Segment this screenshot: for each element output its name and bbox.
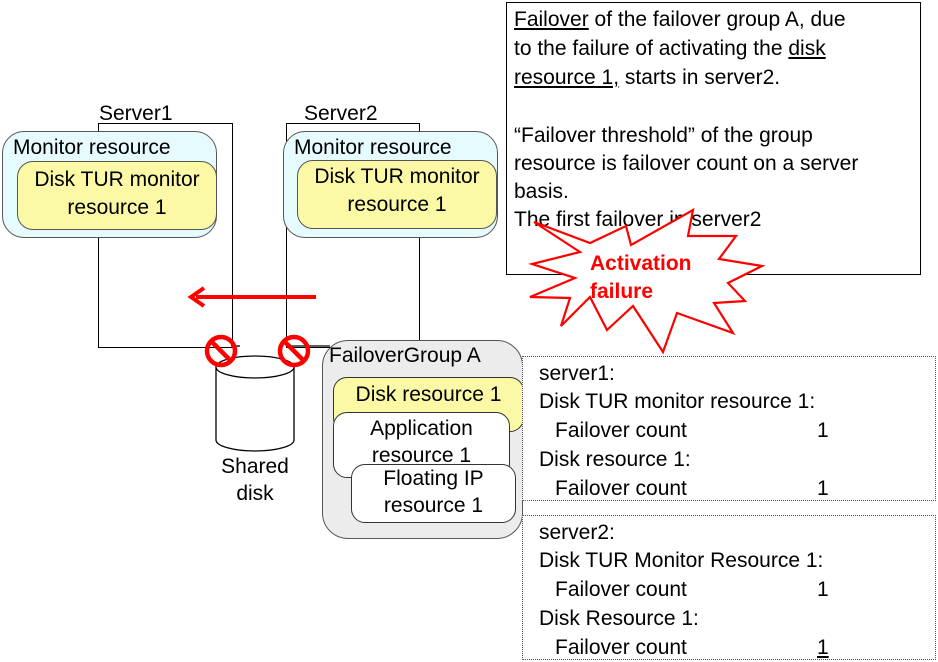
failover-group-title: FailoverGroup A bbox=[329, 344, 481, 367]
server1-counts-title: server1: bbox=[539, 362, 615, 385]
note-threshold-line2: resource is failover count on a server bbox=[514, 152, 859, 175]
server2-disk-count: 1 bbox=[817, 636, 829, 659]
server2-disk-label: Disk Resource 1: bbox=[539, 607, 699, 630]
activation-failure-burst bbox=[528, 207, 766, 355]
server1-monitor-count-label: Failover count bbox=[555, 419, 687, 442]
no-access-icon-server2 bbox=[277, 334, 311, 368]
server1-monitor-line1: Disk TUR monitor bbox=[34, 168, 200, 191]
server1-disk-tur-monitor[interactable]: Disk TUR monitor resource 1 bbox=[17, 161, 217, 230]
server2-counts: server2: Disk TUR Monitor Resource 1: Fa… bbox=[522, 515, 936, 660]
server1-disk-label: Disk resource 1: bbox=[539, 448, 691, 471]
server2-monitor-group: Monitor resource Disk TUR monitor resour… bbox=[283, 131, 498, 238]
server1-disk-count: 1 bbox=[817, 477, 829, 500]
server2-label: Server2 bbox=[304, 102, 378, 125]
note-text: starts in server2. bbox=[619, 66, 781, 89]
server2-monitor-count: 1 bbox=[817, 578, 829, 601]
burst-text: Activation failure bbox=[590, 250, 692, 306]
note-threshold-line3: basis. bbox=[514, 180, 569, 203]
shared-disk-icon bbox=[215, 355, 295, 452]
server1-monitor-group: Monitor resource Disk TUR monitor resour… bbox=[2, 131, 217, 238]
note-disk-term: disk bbox=[788, 37, 826, 60]
no-access-icon-server1 bbox=[204, 334, 238, 368]
server2-monitor-label: Disk TUR Monitor Resource 1: bbox=[539, 549, 824, 572]
note-resource-term: resource 1, bbox=[514, 66, 620, 89]
server2-monitor-count-label: Failover count bbox=[555, 578, 687, 601]
burst-line2: failure bbox=[590, 280, 654, 303]
floating-ip-resource-1[interactable]: Floating IP resource 1 bbox=[351, 464, 516, 523]
server2-disk-tur-monitor[interactable]: Disk TUR monitor resource 1 bbox=[297, 160, 497, 229]
server2-monitor-group-label: Monitor resource bbox=[294, 136, 452, 159]
explanation-note: Failover of the failover group A, due to… bbox=[506, 2, 921, 275]
server1-monitor-count: 1 bbox=[817, 419, 829, 442]
note-text: of the failover group A, due bbox=[588, 8, 846, 31]
server2-disk-count-label: Failover count bbox=[555, 636, 687, 659]
server1-disk-count-label: Failover count bbox=[555, 477, 687, 500]
shared-disk-label: Shared disk bbox=[221, 455, 289, 505]
note-failover-term: Failover bbox=[514, 8, 589, 31]
server1-counts: server1: Disk TUR monitor resource 1: Fa… bbox=[522, 356, 936, 501]
burst-line1: Activation bbox=[590, 252, 692, 275]
server2-counts-title: server2: bbox=[539, 521, 615, 544]
server1-monitor-group-label: Monitor resource bbox=[13, 136, 171, 159]
note-first-failover: The first failover in server2 bbox=[514, 208, 762, 231]
failover-group-a[interactable]: FailoverGroup A Disk resource 1 Applicat… bbox=[322, 340, 524, 539]
server1-monitor-line2: resource 1 bbox=[67, 196, 167, 219]
server1-label: Server1 bbox=[99, 102, 173, 125]
server2-monitor-line1: Disk TUR monitor bbox=[314, 165, 480, 188]
note-text: to the failure of activating the bbox=[514, 37, 789, 60]
server1-monitor-label: Disk TUR monitor resource 1: bbox=[539, 390, 816, 413]
note-threshold-line1: “Failover threshold” of the group bbox=[514, 124, 813, 147]
server2-monitor-line2: resource 1 bbox=[347, 193, 447, 216]
failover-arrow-icon bbox=[187, 286, 316, 308]
